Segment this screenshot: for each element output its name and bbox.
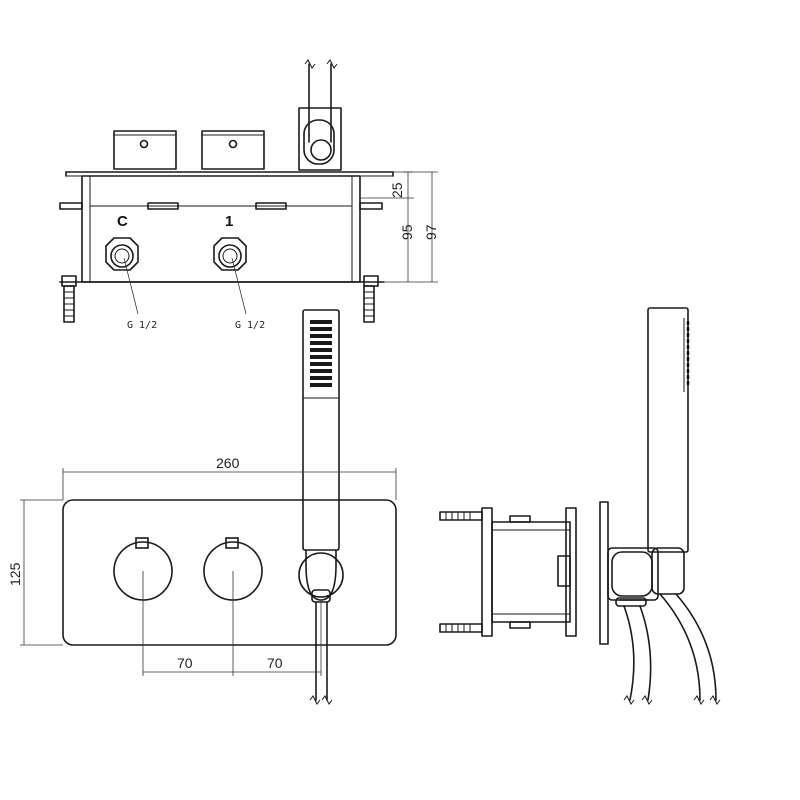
side-screw-bottom [439, 623, 483, 633]
thread-label-1: G 1/2 [235, 320, 265, 331]
top-view-wall-outlet [298, 59, 342, 171]
dim-height: 125 [7, 562, 23, 586]
dim-width: 260 [216, 455, 240, 471]
dim-spacing-left: 70 [177, 655, 193, 671]
cover-plate [62, 499, 397, 646]
outlet-label-c: C [117, 213, 128, 230]
outlet-label-1: 1 [225, 213, 233, 230]
top-view: C 1 G 1/2 G 1/2 25 95 97 [59, 59, 439, 331]
dim-95: 95 [399, 224, 415, 240]
screw-left [63, 285, 75, 323]
dim-25: 25 [389, 182, 405, 198]
side-view [439, 307, 721, 705]
top-view-dimensions: 25 95 97 [360, 171, 439, 283]
dim-spacing-right: 70 [267, 655, 283, 671]
top-view-knob-right [201, 130, 265, 170]
mounting-tabs [59, 202, 383, 210]
side-screw-top [439, 511, 483, 521]
front-view: 260 125 70 70 [7, 455, 397, 676]
outlet-hex-1 [213, 237, 247, 271]
dim-97: 97 [423, 224, 439, 240]
thread-label-c: G 1/2 [127, 320, 157, 331]
hand-shower-front [298, 309, 344, 705]
top-view-knob-left [113, 130, 177, 170]
screw-right [363, 285, 375, 323]
outlet-hex-c [105, 237, 139, 271]
